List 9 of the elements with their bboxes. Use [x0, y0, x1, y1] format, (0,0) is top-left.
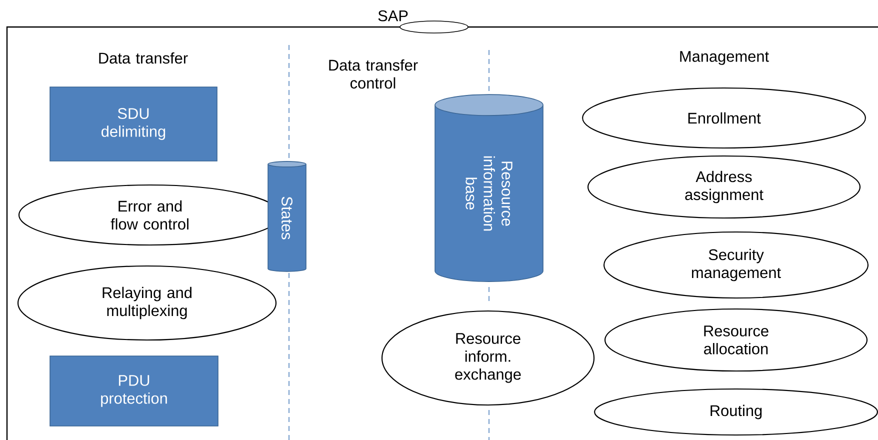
frame-box — [6, 26, 878, 440]
column-heading: Management — [680, 51, 769, 65]
column-heading: Data transfer — [99, 52, 188, 64]
function-box: SDU delimiting — [50, 86, 218, 162]
database-cylinder: States — [268, 161, 306, 272]
column-heading: Data transfer control — [329, 59, 418, 89]
function-box: PDU protection — [50, 356, 218, 426]
node-label: SAP — [378, 10, 408, 22]
database-cylinder: Resource information base — [434, 94, 544, 282]
